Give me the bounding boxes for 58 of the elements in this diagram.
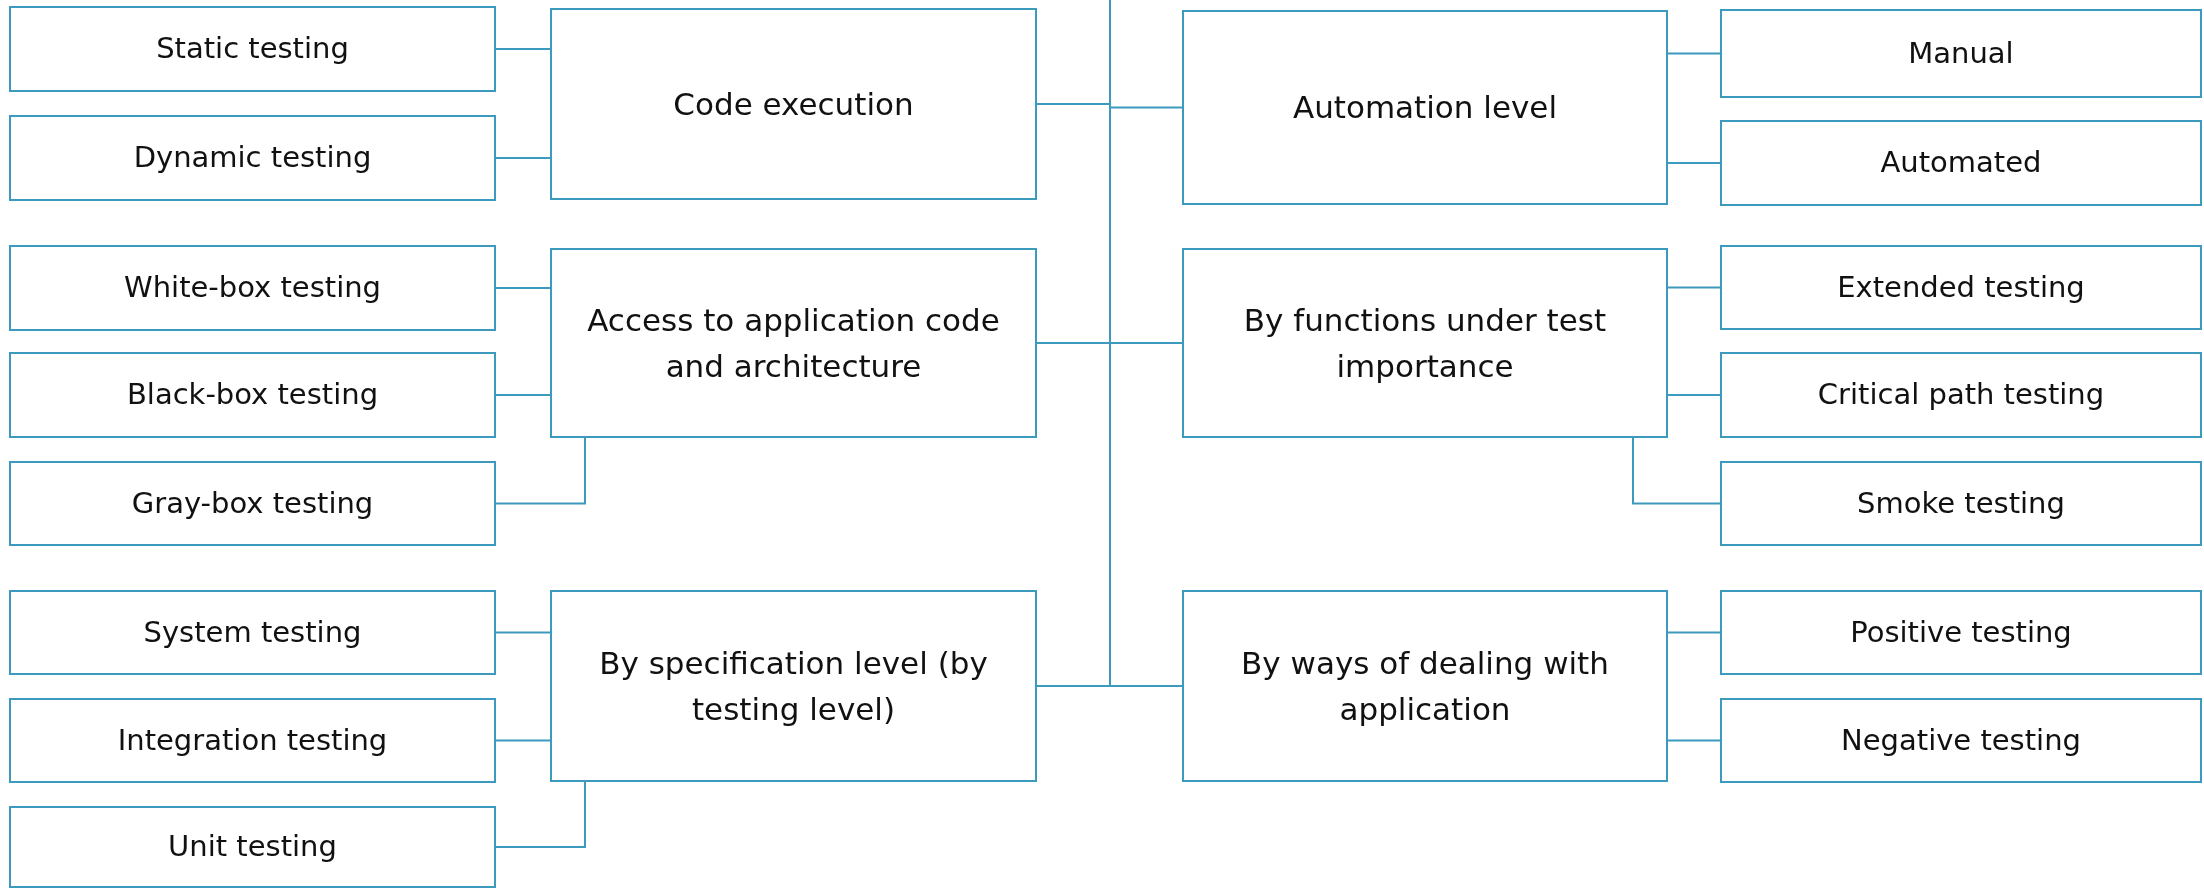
test-type-box xyxy=(9,352,496,438)
box-label: Smoke testing xyxy=(1857,484,2065,522)
test-type-box xyxy=(9,461,496,546)
connector-line xyxy=(1109,0,1183,687)
category-box xyxy=(1182,248,1668,438)
test-type-box xyxy=(1720,9,2202,98)
test-type-box xyxy=(1720,590,2202,675)
connector-line xyxy=(495,781,586,848)
test-type-box xyxy=(9,806,496,888)
box-label: Code execution xyxy=(673,84,914,124)
category-box xyxy=(550,8,1037,200)
box-label: Negative testing xyxy=(1841,721,2081,759)
category-box xyxy=(550,248,1037,438)
box-label: White-box testing xyxy=(124,269,381,307)
box-label: Automated xyxy=(1880,144,2042,182)
box-label: Manual xyxy=(1908,34,2014,72)
box-label: Black-box testing xyxy=(126,376,379,414)
test-type-box xyxy=(9,245,496,331)
connector-line xyxy=(495,287,551,289)
test-type-box xyxy=(1720,245,2202,330)
test-type-box xyxy=(1720,461,2202,546)
category-box xyxy=(1182,590,1668,782)
connector-line xyxy=(1667,631,1721,634)
category-box xyxy=(550,590,1037,782)
box-label: By specification level (by testing level) xyxy=(598,643,989,729)
connector-line xyxy=(1667,286,1721,289)
box-label: Critical path testing xyxy=(1817,376,2105,414)
box-label: Integration testing xyxy=(117,721,388,759)
box-label: Extended testing xyxy=(1837,268,2085,306)
box-label: System testing xyxy=(143,613,362,651)
test-type-box xyxy=(9,115,496,201)
box-label: By ways of dealing with application xyxy=(1240,643,1610,729)
connector-line xyxy=(1667,162,1721,164)
connector-line xyxy=(1667,739,1721,742)
box-label: Automation level xyxy=(1292,88,1558,128)
box-label: Dynamic testing xyxy=(133,139,372,177)
box-label: Positive testing xyxy=(1850,613,2072,651)
connector-line xyxy=(495,739,551,742)
test-type-box xyxy=(9,590,496,675)
connector-line xyxy=(495,157,551,159)
connector-line xyxy=(1632,437,1721,505)
box-label: Gray-box testing xyxy=(131,484,374,522)
connector-line xyxy=(495,48,551,50)
test-type-box xyxy=(1720,352,2202,438)
connector-line xyxy=(1667,52,1721,55)
test-type-box xyxy=(1720,120,2202,206)
box-label: Unit testing xyxy=(168,828,337,866)
test-type-box xyxy=(9,698,496,783)
connector-line xyxy=(495,437,586,505)
box-label: By functions under test importance xyxy=(1242,300,1608,386)
box-label: Access to application code and architecture xyxy=(586,300,1001,386)
connector-line xyxy=(495,394,551,396)
test-type-box xyxy=(9,6,496,92)
category-box xyxy=(1182,10,1668,205)
connector-line xyxy=(495,631,551,634)
connector-line xyxy=(1667,394,1721,396)
test-type-box xyxy=(1720,698,2202,783)
box-label: Static testing xyxy=(156,30,349,68)
